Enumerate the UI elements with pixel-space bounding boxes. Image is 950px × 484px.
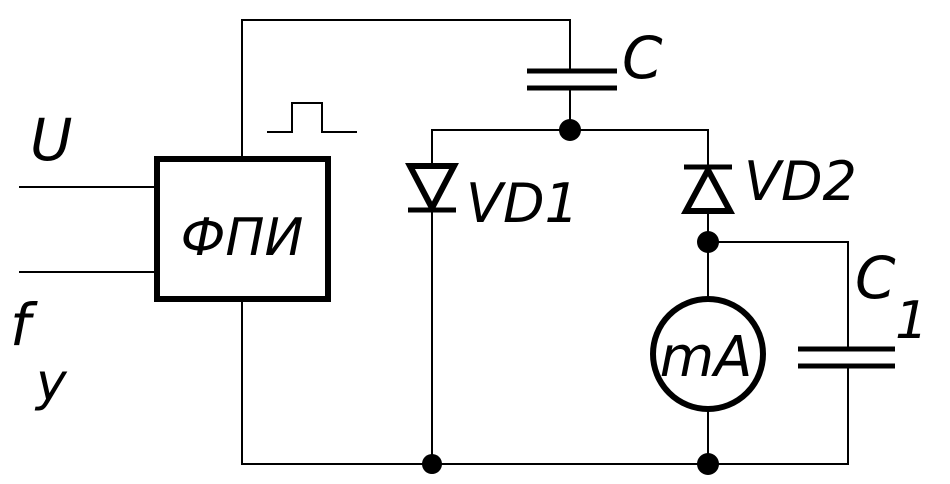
wire-top	[241, 19, 571, 160]
label-u: U	[30, 106, 72, 174]
label-c: C	[622, 24, 663, 92]
fpi-block-label: ФПИ	[181, 208, 304, 268]
diode-vd1-triangle	[405, 163, 459, 215]
label-c1-subscript: 1	[895, 291, 928, 351]
junction-bottom-left	[422, 454, 442, 474]
label-vd2: VD2	[744, 150, 857, 213]
junction-bottom-right	[697, 453, 719, 475]
wire-bottom-return	[241, 298, 849, 465]
wire-to-c1	[707, 241, 849, 348]
label-f: f	[10, 291, 38, 359]
diode-vd2-triangle	[680, 163, 736, 214]
label-c1: C	[855, 244, 896, 312]
milliammeter-label: mA	[660, 325, 753, 390]
label-f-subscript: y	[34, 353, 68, 413]
pulse-symbol	[267, 102, 357, 133]
label-vd1: VD1	[466, 172, 579, 235]
